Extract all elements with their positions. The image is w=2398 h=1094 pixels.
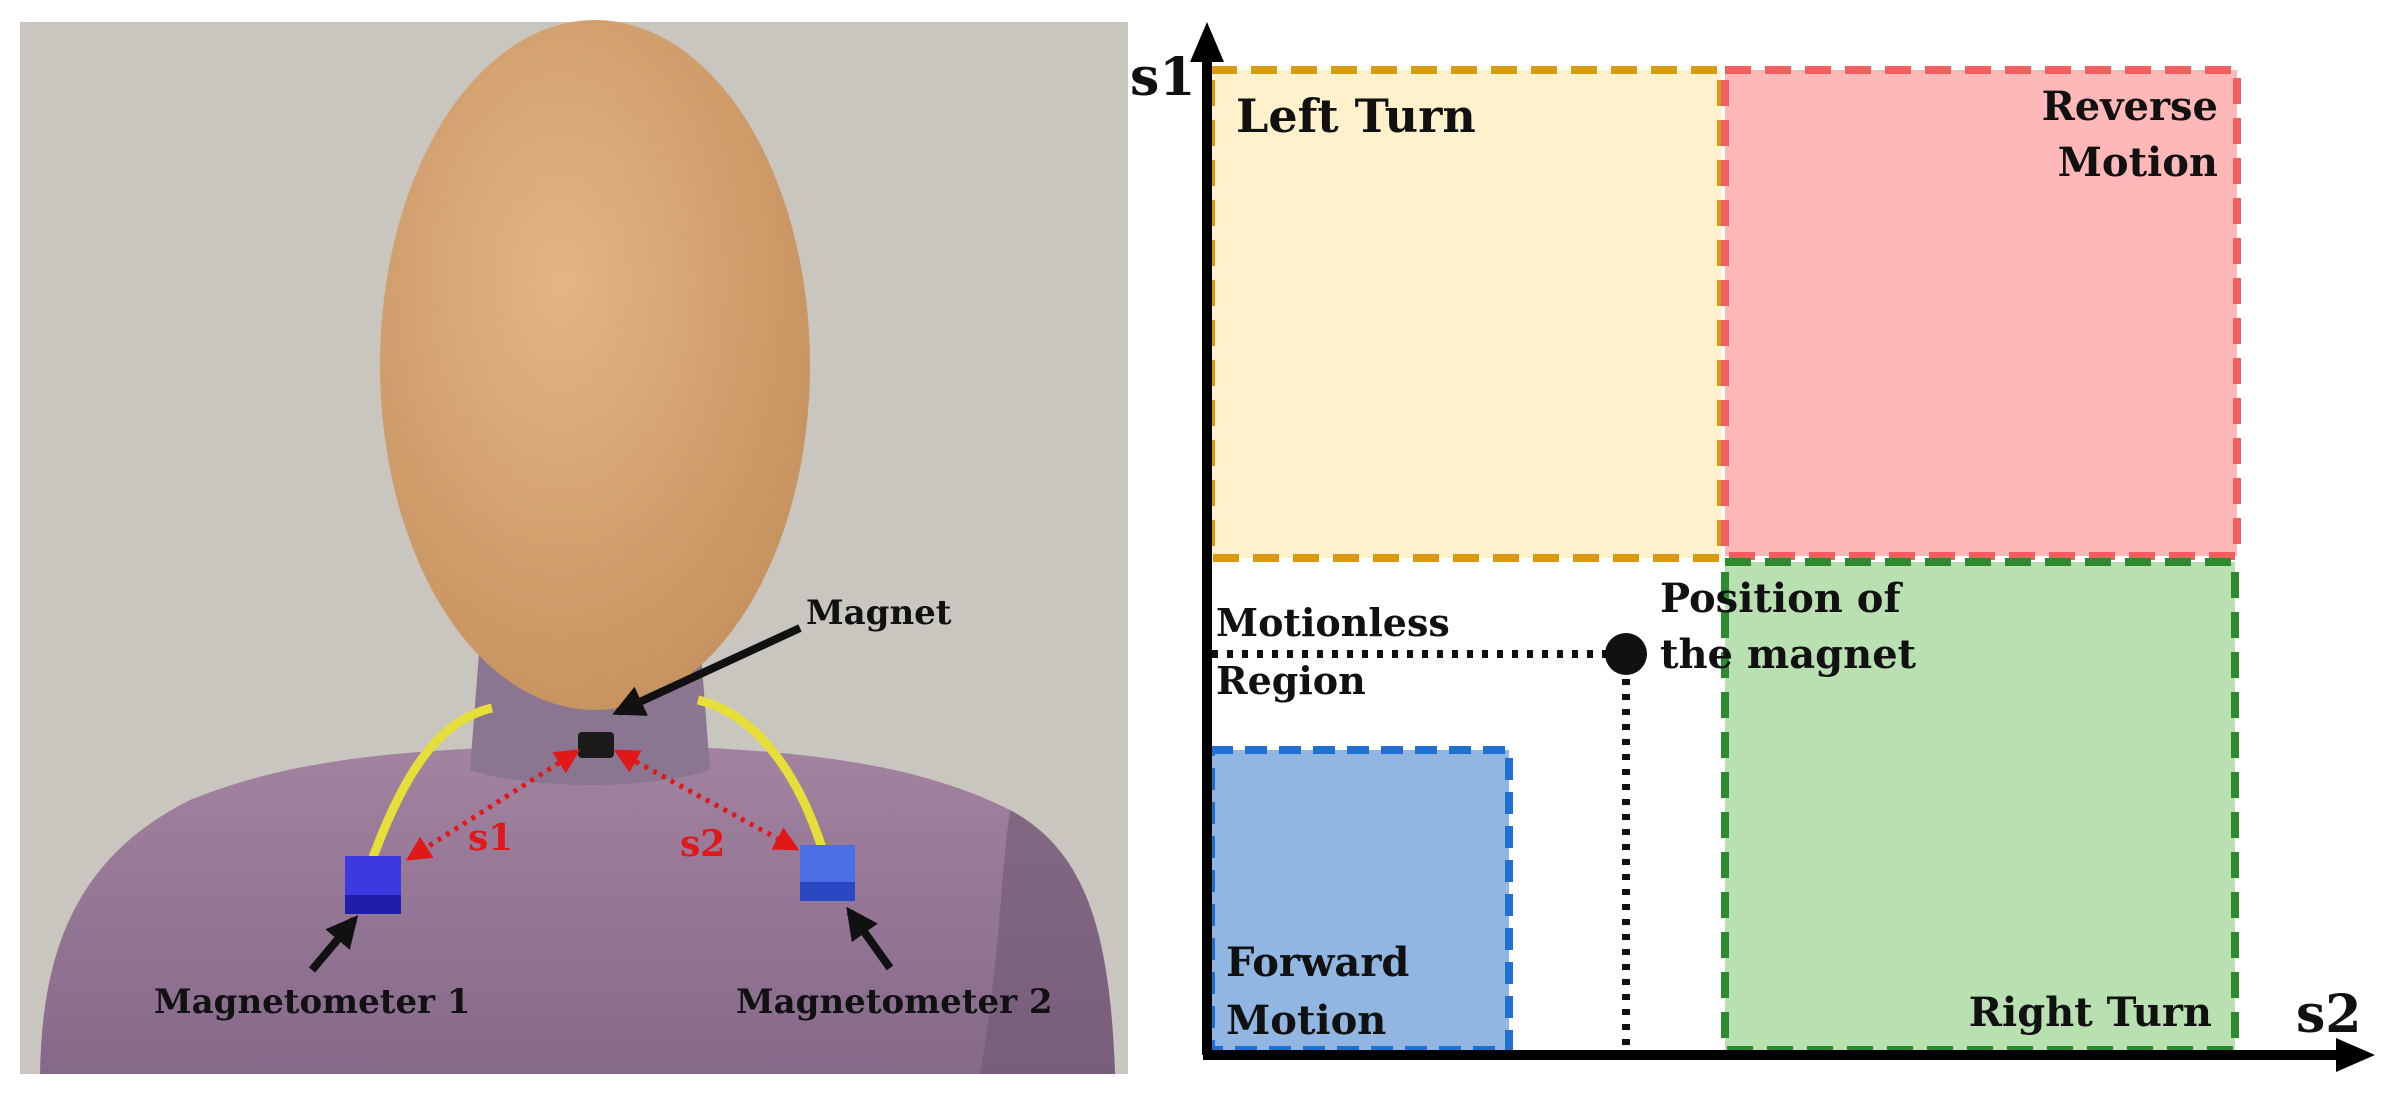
pointer-arrow-magnetometer-2 [846, 906, 894, 971]
head [380, 20, 810, 710]
y-axis-label: s1 [1130, 47, 1195, 108]
reverse-motion-region [1721, 66, 2241, 560]
magnetometer-1 [345, 856, 401, 914]
y-axis-arrowhead [1190, 22, 1224, 62]
s2-label: s2 [680, 823, 725, 865]
x-axis-arrowhead [2336, 1038, 2375, 1072]
right-turn-region [1721, 558, 2239, 1054]
distance-arrow-s2 [613, 749, 800, 851]
motionless-region-label-line2: Region [1216, 658, 1366, 703]
s1-label: s1 [468, 817, 513, 859]
pointer-arrow-magnet [612, 624, 802, 716]
forward-motion-label-line1: Forward [1226, 939, 1409, 986]
reverse-motion-label-line2: Motion [2058, 139, 2218, 186]
left-turn-region [1207, 66, 1725, 562]
magnet-position-marker [1605, 633, 1647, 675]
x-axis-label: s2 [2296, 984, 2361, 1045]
region-map: s1 s2 Left Turn Reverse Motion Right Tur… [1130, 22, 2375, 1072]
torso [40, 745, 1115, 1074]
magnetometer-2 [800, 845, 855, 901]
magnet-position-label-line1: Position of [1660, 575, 1903, 622]
left-turn-label: Left Turn [1236, 89, 1476, 143]
pointer-arrow-magnetometer-1 [308, 915, 359, 973]
motionless-region-label-line1: Motionless [1216, 600, 1450, 645]
right-turn-label: Right Turn [1969, 989, 2212, 1036]
magnetometer-2-label: Magnetometer 2 [736, 982, 1053, 1022]
distance-arrow-s1 [405, 749, 581, 861]
forward-motion-region [1207, 746, 1513, 1054]
magnet-label: Magnet [806, 593, 952, 633]
mannequin-illustration: Magnet s1 s2 Magnetometer 1 Magnetometer… [20, 20, 1128, 1074]
forward-motion-label-line2: Motion [1226, 997, 1386, 1044]
magnet [578, 732, 614, 758]
reverse-motion-label-line1: Reverse [2042, 83, 2218, 130]
magnetometer-1-label: Magnetometer 1 [154, 982, 471, 1022]
magnet-position-label-line2: the magnet [1660, 631, 1917, 678]
torso-shadow [980, 810, 1115, 1074]
